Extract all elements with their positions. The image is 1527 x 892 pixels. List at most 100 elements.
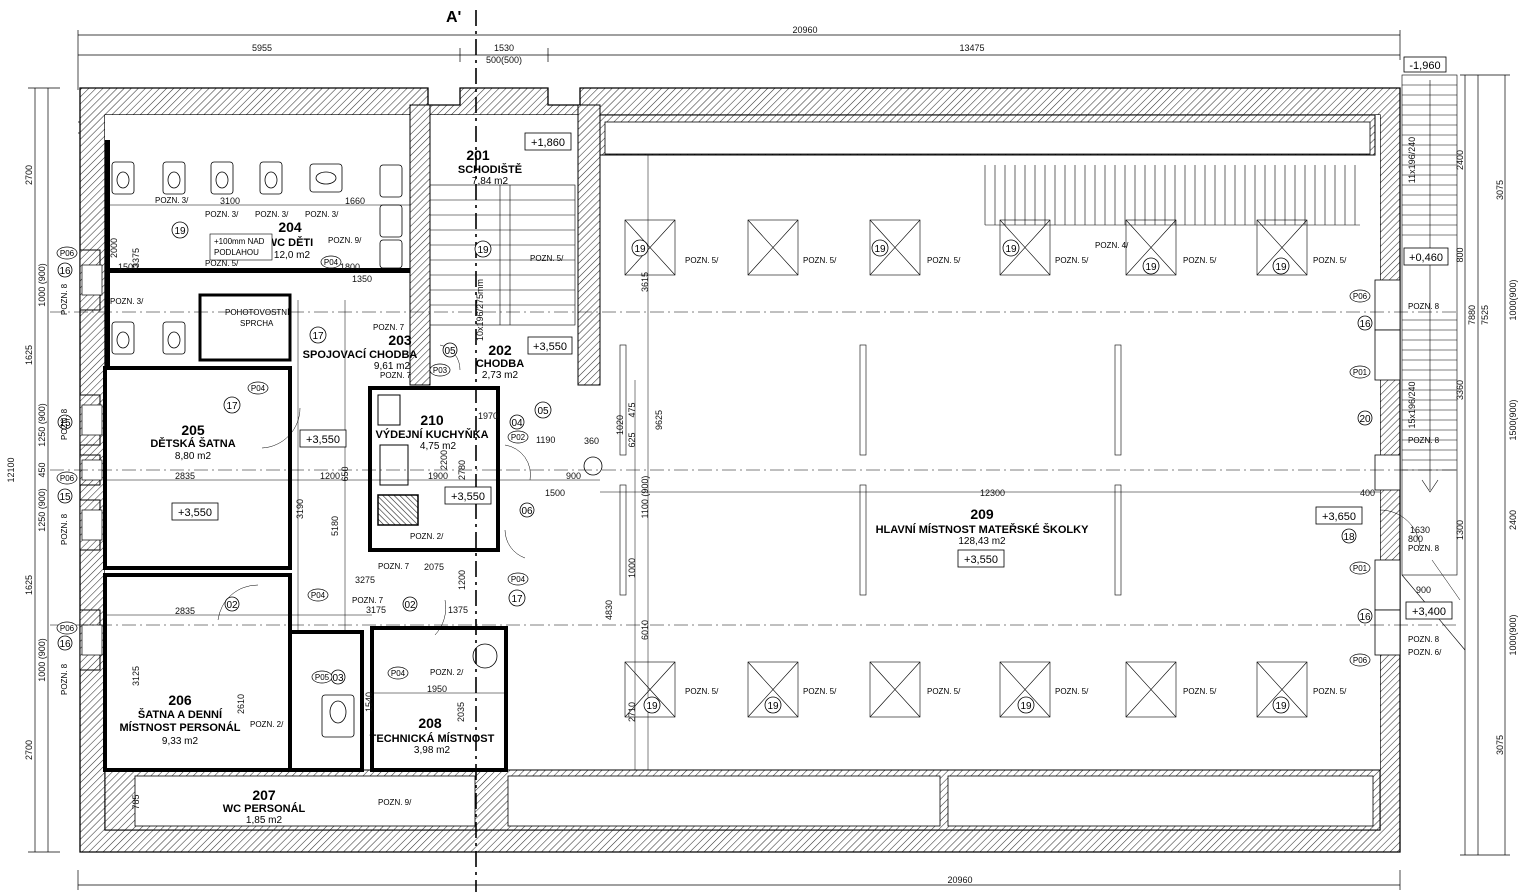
inner-dims	[105, 155, 1380, 770]
stair-right-wall	[577, 104, 601, 386]
note-pozn5-k: POZN. 5/	[927, 687, 961, 696]
room-205-area: 8,80 m2	[175, 451, 212, 462]
note-pozn8-left-c: POZN. 8	[60, 513, 69, 545]
note-pozn6: POZN. 6/	[1408, 648, 1442, 657]
dim-misc-800: 1630	[1410, 525, 1430, 535]
note-pozn2-c: POZN. 2/	[430, 668, 464, 677]
note-pozn3-a: POZN. 3/	[155, 196, 189, 205]
kitchen-unit	[377, 494, 419, 526]
level-10: +3,400	[1412, 606, 1446, 618]
circle-19-d: 19	[874, 244, 886, 255]
dim-top-sub: 500(500)	[486, 55, 522, 65]
room-207: 207 WC PERSONÁL 1,85 m2	[223, 787, 306, 826]
dim-misc-2035: 2035	[456, 702, 466, 722]
room-202: 202 CHODBA 2,73 m2	[476, 342, 524, 381]
wall-wc-left	[105, 140, 110, 370]
dim-misc-1190: 1190	[536, 435, 555, 445]
note-shower-1: POHOTOVOSTNÍ	[225, 308, 290, 317]
dim-misc-1200: 1200	[320, 471, 340, 481]
room-202-area: 2,73 m2	[482, 370, 519, 381]
dim-left-3: 12100	[6, 457, 16, 482]
dim-left-5: 2700	[24, 740, 34, 760]
dim-misc-stair-2: 11x196/240	[1407, 137, 1417, 183]
dim-top-seg-3: 13475	[959, 43, 984, 53]
dim-right-12: 1000(900)	[1508, 614, 1518, 655]
circle-19-b: 19	[477, 245, 489, 256]
note-shower-2: SPRCHA	[240, 319, 274, 328]
circle-16-b: 16	[1359, 319, 1371, 330]
note-pozn5-a: POZN. 5/	[205, 259, 239, 268]
right-dimensions	[1460, 74, 1510, 856]
room-210: 210 VÝDEJNÍ KUCHYŇKA 4,75 m2	[375, 412, 488, 452]
dim-misc-2710: 2710	[627, 702, 637, 722]
dim-misc-stair-1: 10x196/275mm	[475, 279, 485, 341]
kitchen-sink	[379, 444, 409, 486]
tag-p06-c: P06	[60, 624, 75, 633]
dim-misc-650: 1200	[457, 570, 467, 590]
dim-misc-2200: 2780	[457, 460, 467, 480]
dim-misc-1540: 1540	[364, 692, 374, 712]
wall-wc-bottom	[105, 268, 410, 273]
dim-misc-475: 475	[627, 402, 637, 417]
room-204-name: WC DĚTI	[267, 236, 313, 249]
note-floor-2: PODLAHOU	[214, 248, 259, 257]
axis-lines	[50, 311, 1460, 626]
room-205-number: 205	[181, 422, 205, 438]
note-pozn3-d: POZN. 3/	[305, 210, 339, 219]
room-203-name: SPOJOVACÍ CHODBA	[303, 348, 418, 361]
room-206: 206 ŠATNA A DENNÍ MÍSTNOST PERSONÁL 9,33…	[119, 692, 240, 747]
level-5: +3,550	[451, 491, 485, 503]
tag-p06-a: P06	[60, 249, 75, 258]
room-203-number: 203	[388, 332, 412, 348]
hall-stair-feature	[984, 165, 1360, 226]
circle-16-d: 16	[1359, 612, 1371, 623]
circle-15-b: 15	[59, 492, 71, 503]
note-pozn5-f: POZN. 5/	[1055, 256, 1089, 265]
circle-19-f: 19	[1145, 262, 1157, 273]
dim-misc-1970: 800	[1408, 534, 1423, 544]
tag-p01-b: P01	[1353, 564, 1368, 573]
room-201: 201 SCHODIŠTĚ 7,84 m2	[458, 147, 522, 187]
note-pozn8-c: POZN. 8	[1408, 544, 1440, 553]
room-207-area: 1,85 m2	[246, 815, 283, 826]
dim-misc-4830: 4830	[604, 600, 614, 620]
dim-top-total: 20960	[792, 25, 817, 35]
dim-right-3: 800	[1455, 247, 1465, 262]
dim-misc-1500: 1500	[118, 262, 138, 272]
dim-misc-2835-a: 2835	[175, 471, 195, 481]
dim-misc-1350: 1350	[352, 274, 372, 284]
dim-misc-12300: 12300	[980, 488, 1005, 498]
dim-left-4: 1625	[24, 575, 34, 595]
level-markers	[171, 56, 1453, 620]
room-208-name: TECHNICKÁ MÍSTNOST	[370, 732, 495, 745]
room-206-name-2: MÍSTNOST PERSONÁL	[119, 721, 240, 734]
top-inner-void	[604, 121, 1371, 155]
circle-17-b: 17	[226, 401, 238, 412]
note-pozn3-c: POZN. 3/	[255, 210, 289, 219]
note-pozn8-left-a: POZN. 8	[60, 283, 69, 315]
circle-02-a: 02	[226, 600, 238, 611]
stair-left-wall	[409, 104, 431, 386]
dim-left-inner-4: 1250 (900)	[37, 488, 47, 532]
note-pozn5-d: POZN. 5/	[803, 256, 837, 265]
note-pozn5-j: POZN. 5/	[803, 687, 837, 696]
dim-misc-3615: 3615	[640, 272, 650, 292]
level-4: +3,550	[306, 434, 340, 446]
wall-shower	[198, 293, 292, 362]
note-pozn3-e: POZN. 3/	[110, 297, 144, 306]
dim-misc-6010: 6010	[640, 620, 650, 640]
room-204: 204 WC DĚTI 12,0 m2	[267, 219, 313, 261]
room-202-number: 202	[488, 342, 512, 358]
room-201-area: 7,84 m2	[472, 176, 509, 187]
note-pozn5-e: POZN. 5/	[927, 256, 961, 265]
dim-misc-2780: 650	[340, 466, 350, 481]
circle-04-a: 04	[511, 418, 523, 429]
room-210-number: 210	[420, 412, 444, 428]
room-208-number: 208	[418, 715, 442, 731]
section-label: A'	[446, 9, 461, 26]
room-206-area: 9,33 m2	[162, 736, 199, 747]
dim-misc-1375: 1375	[448, 605, 468, 615]
dim-misc-3375: 3375	[131, 248, 141, 268]
tag-p02-a: P02	[511, 433, 526, 442]
